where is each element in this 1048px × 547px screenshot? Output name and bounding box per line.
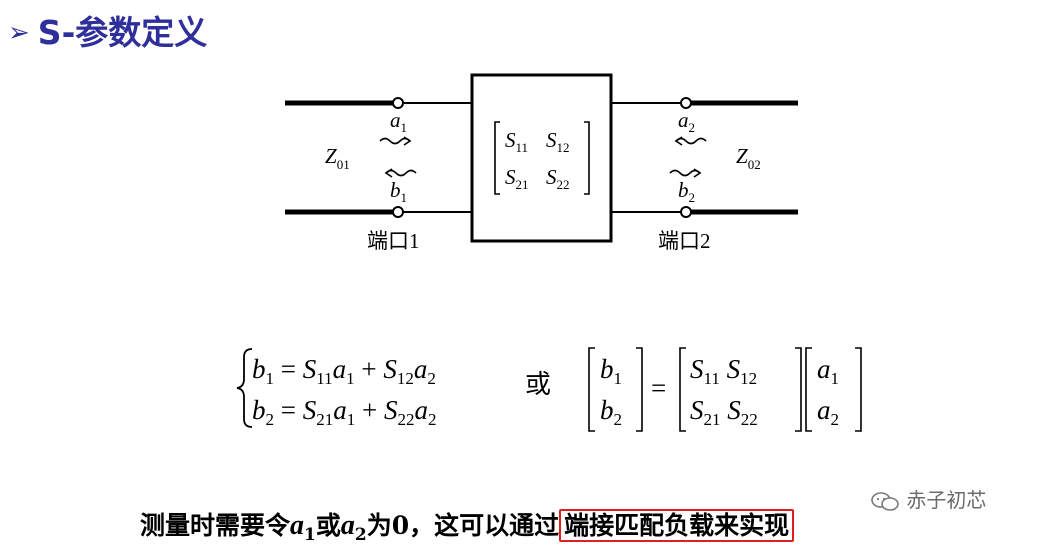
a2-label: a2 — [678, 108, 695, 135]
or-word: 或 — [525, 370, 551, 399]
watermark: 赤子初芯 — [870, 484, 986, 514]
port2-label: 端口2 — [658, 229, 711, 253]
terminal-circle — [392, 97, 404, 109]
wave-arrow-left-icon — [675, 137, 707, 145]
svg-text:=: = — [651, 373, 666, 403]
matrix-right-bracket — [584, 121, 590, 195]
svg-text:a2: a2 — [817, 395, 839, 429]
b1-label: b1 — [390, 178, 407, 205]
b2-label: b2 — [678, 178, 695, 205]
page-title: ➢S-参数定义 — [8, 13, 208, 52]
terminal-circle — [680, 97, 692, 109]
arrow-head — [403, 136, 412, 146]
matrix-s11: S11 — [505, 128, 528, 155]
matrix-left-bracket — [494, 121, 500, 195]
arrow-head — [693, 168, 702, 178]
wave-arrow-left-icon — [385, 169, 417, 177]
svg-text:b1: b1 — [600, 354, 622, 388]
arrow-bullet-icon: ➢ — [8, 18, 30, 48]
equation-2: b2 = S21a1 + S22a2 — [252, 395, 436, 429]
terminal-circle — [392, 206, 404, 218]
bottom-sentence: 测量时需要令a1或a2为0，这可以通过端接匹配负载来实现 — [140, 506, 795, 545]
matrix-s22: S22 — [546, 165, 570, 192]
equation-system: b1 = S11a1 + S12a2 b2 = S21a1 + S22a2 — [236, 348, 436, 429]
highlighted-phrase: 端接匹配负载来实现 — [559, 509, 795, 542]
svg-text:b2: b2 — [600, 395, 622, 429]
arrow-head — [674, 136, 683, 146]
svg-text:S21 S22: S21 S22 — [690, 395, 758, 429]
equation-1: b1 = S11a1 + S12a2 — [252, 354, 436, 388]
matrix-equation: b1 b2 = S11 S12 S21 S22 a1 a2 — [588, 347, 862, 432]
z02-label: Z02 — [736, 144, 761, 172]
curly-brace — [236, 348, 253, 428]
network-box — [470, 73, 613, 243]
wave-arrow-right-icon — [669, 169, 701, 177]
wechat-icon — [871, 491, 899, 511]
matrix-s12: S12 — [546, 128, 570, 155]
z01-label: Z01 — [325, 144, 350, 172]
a1-label: a1 — [390, 108, 407, 135]
svg-text:S11 S12: S11 S12 — [690, 354, 757, 388]
svg-text:a1: a1 — [817, 354, 839, 388]
terminal-circle — [680, 206, 692, 218]
arrow-head — [384, 168, 393, 178]
matrix-s21: S21 — [505, 165, 529, 192]
port1-label: 端口1 — [367, 229, 420, 253]
wave-arrow-right-icon — [379, 137, 411, 145]
